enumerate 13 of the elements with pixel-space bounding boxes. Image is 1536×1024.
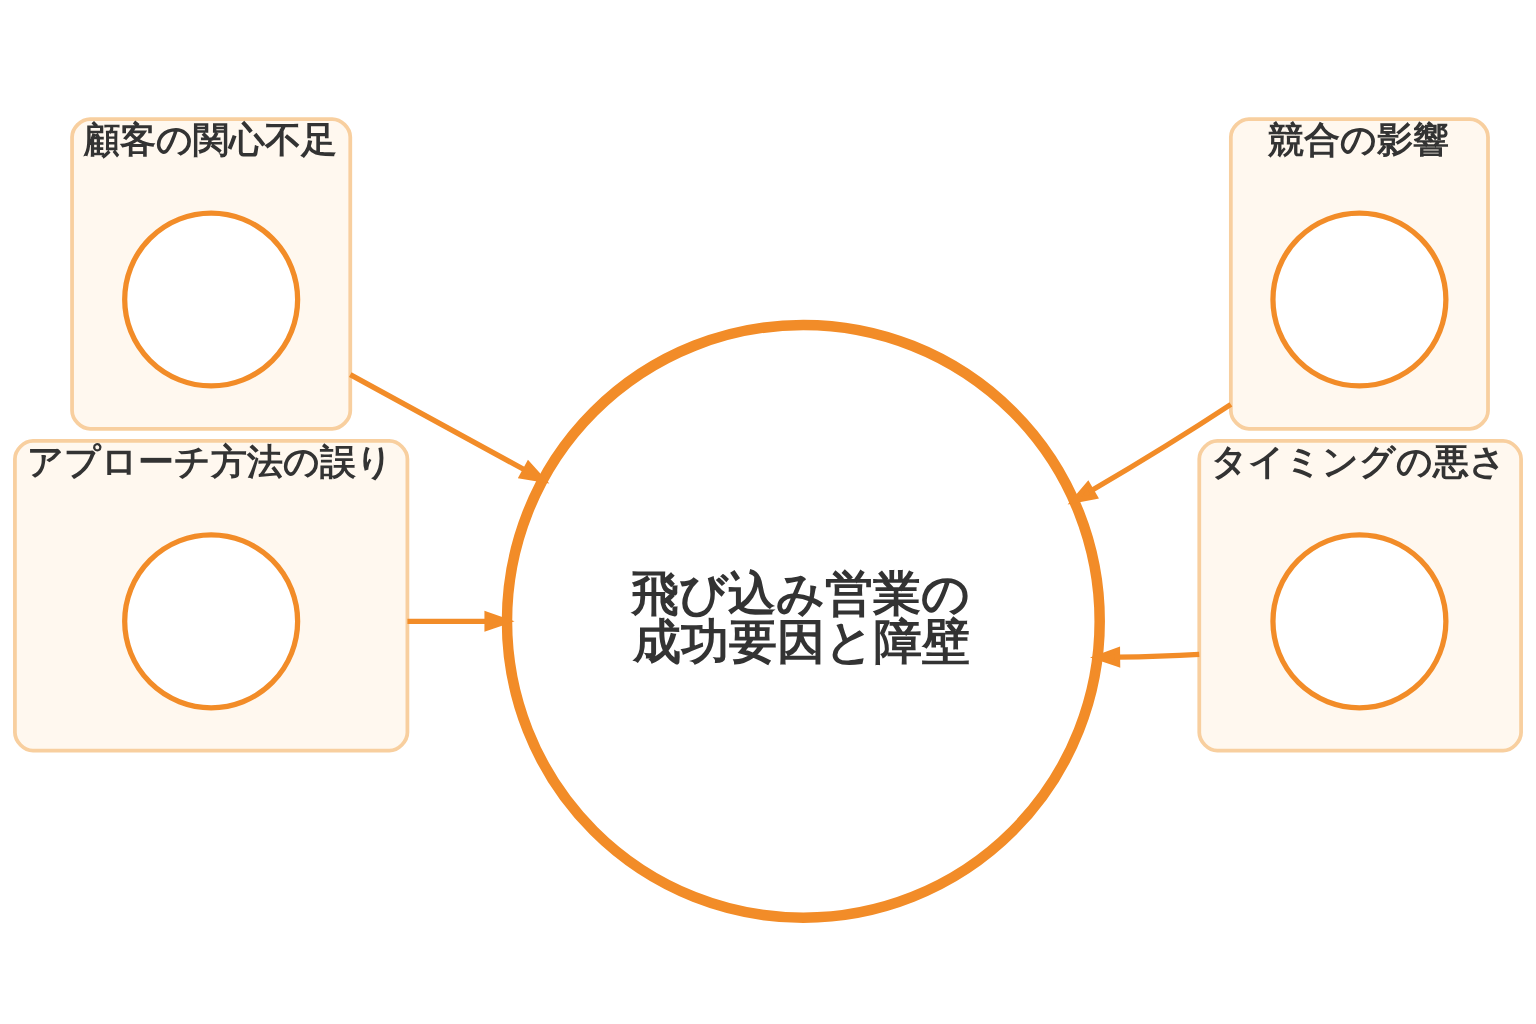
cluster: アプローチ方法の誤り (13, 438, 410, 752)
arrow (407, 610, 515, 632)
node-circle (122, 209, 301, 389)
cluster: 顧客の関心不足 (70, 116, 353, 431)
arrow (349, 371, 550, 483)
node-circle (1270, 531, 1449, 710)
node-circle: 飛び込み営業の成功要因と障壁 (501, 319, 1105, 923)
cluster: 競合の影響 (1228, 116, 1490, 431)
arrow (1090, 646, 1200, 668)
arrow (1067, 401, 1233, 504)
node-circle (1270, 209, 1449, 389)
cluster: タイミングの悪さ (1197, 438, 1523, 752)
node-circle (122, 531, 301, 710)
